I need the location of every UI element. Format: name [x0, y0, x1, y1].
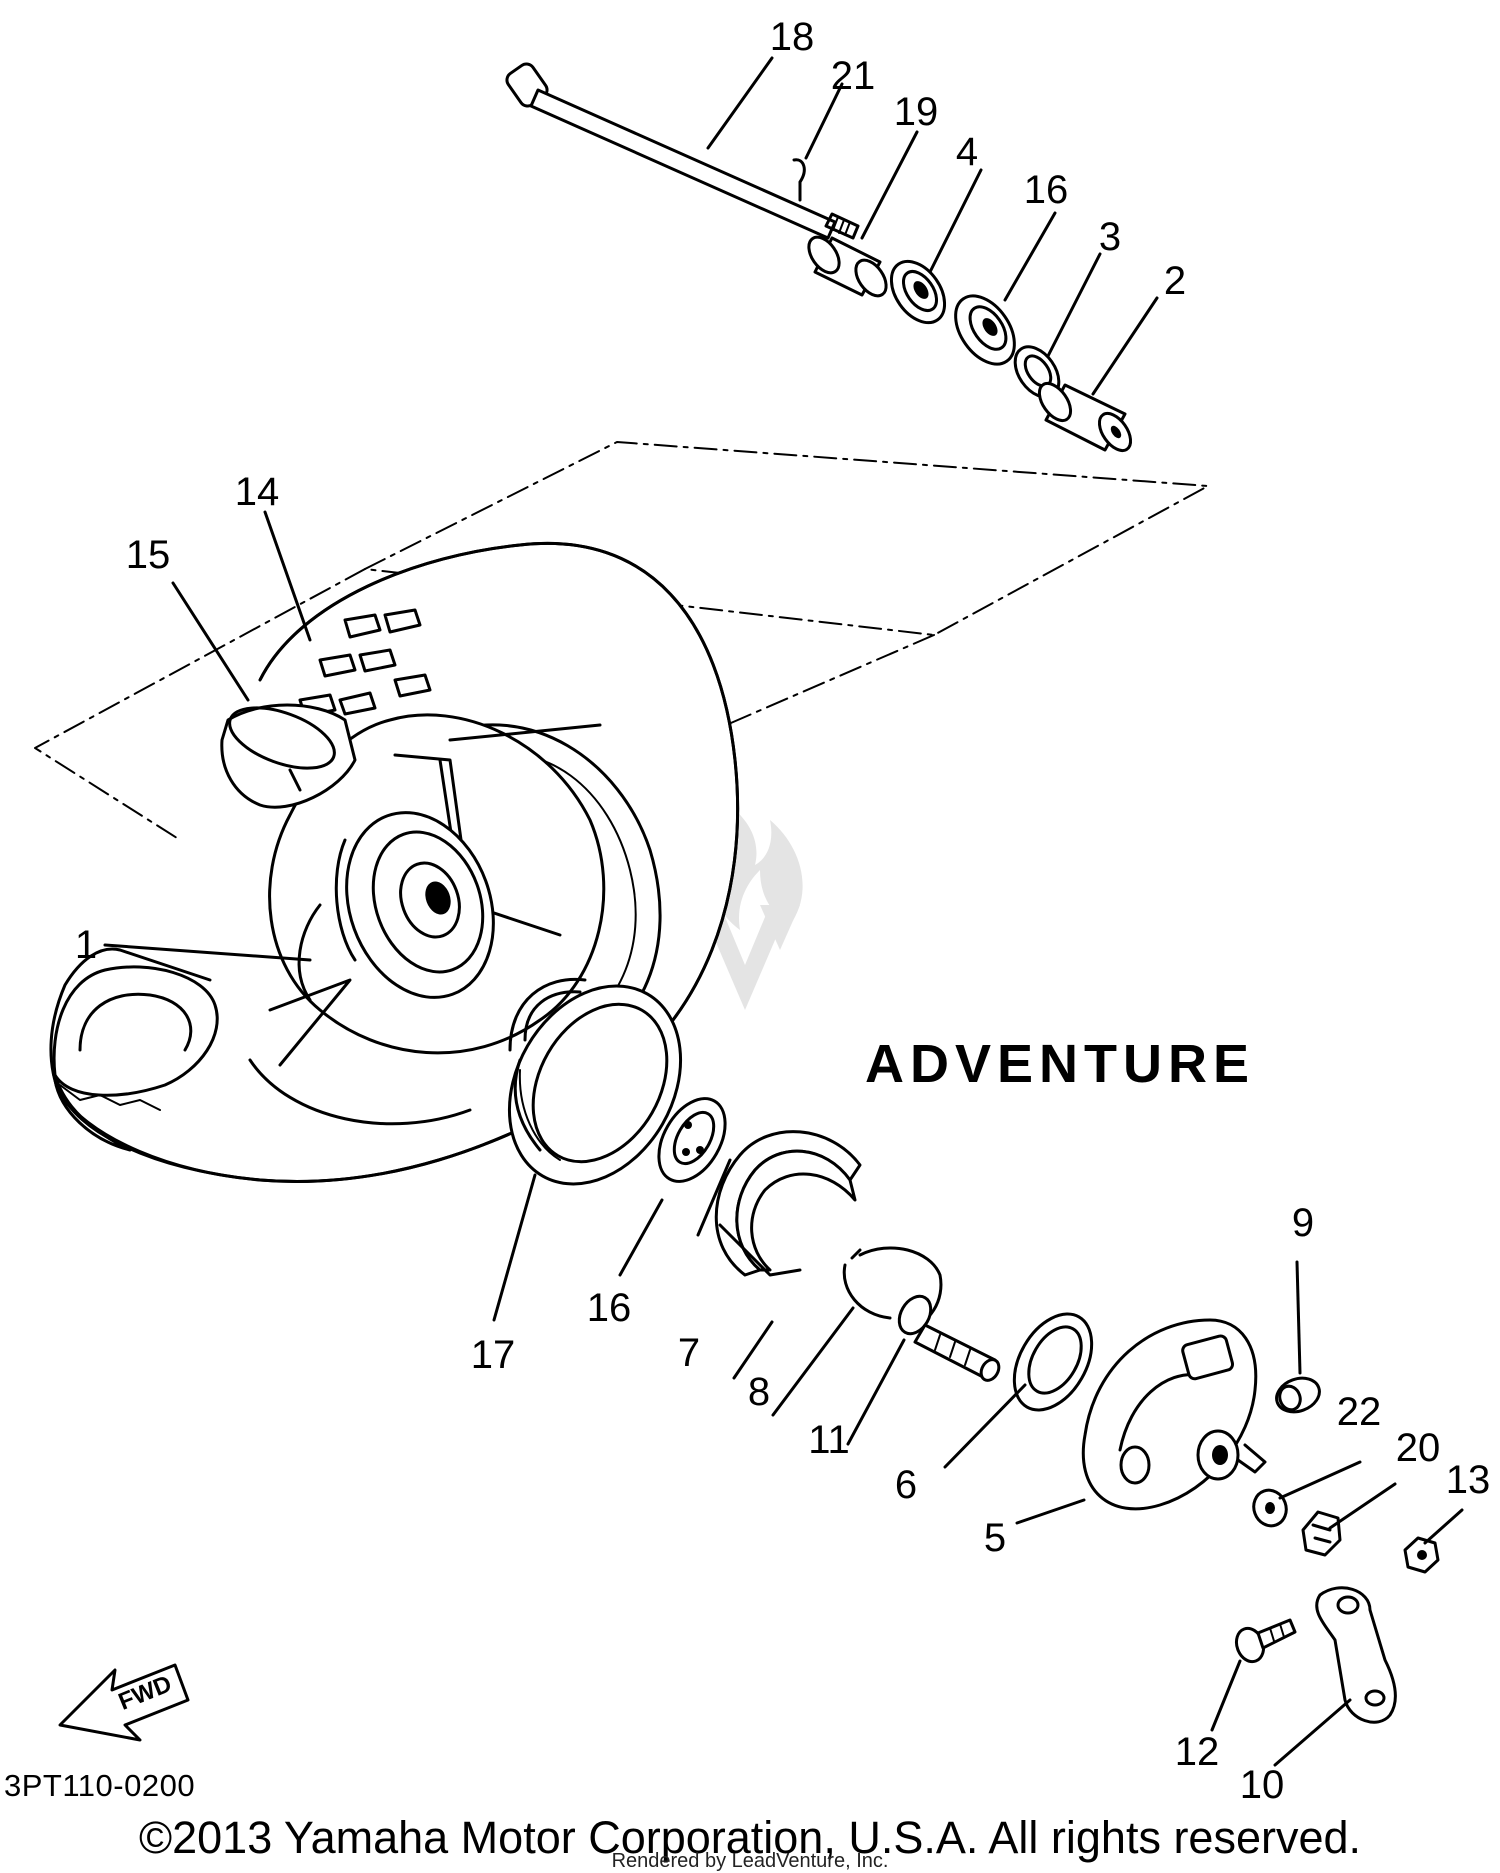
- brake-cam-lever-10: [1315, 1586, 1397, 1724]
- callout-14: 14: [235, 470, 280, 514]
- callout-10: 10: [1240, 1763, 1285, 1807]
- callout-21: 21: [831, 54, 876, 98]
- brake-shoe-plate-5: [1081, 1318, 1267, 1511]
- watermark-text: ADVENTURE: [865, 1034, 1255, 1094]
- callout-9: 9: [1292, 1201, 1314, 1245]
- collar-19: [807, 235, 888, 298]
- brake-shoe-7: [714, 1130, 862, 1277]
- collar-2: [1037, 381, 1133, 453]
- oil-seal-6: [1012, 1312, 1094, 1412]
- watermark-logo: ADVENTURE: [700, 810, 1255, 1094]
- nut-13: [1403, 1536, 1440, 1574]
- callout-13: 13: [1446, 1458, 1491, 1502]
- collar-9: [1275, 1376, 1321, 1414]
- tube-15-top: [220, 703, 357, 809]
- drawing-code: 3PT110-0200: [4, 1768, 196, 1803]
- bearing-16-lower: [657, 1097, 727, 1183]
- callouts: 18 21 19 4 16 3 2 14 15 1 16 17 7 8 11 6…: [75, 15, 1490, 1807]
- bearing-4: [889, 259, 947, 325]
- callout-16-lower: 16: [587, 1286, 632, 1330]
- callout-5: 5: [984, 1516, 1006, 1560]
- callout-11: 11: [808, 1418, 850, 1462]
- callout-4: 4: [956, 130, 978, 174]
- callout-20: 20: [1396, 1426, 1441, 1470]
- axle: [505, 62, 860, 240]
- castle-nut-20: [1301, 1510, 1342, 1557]
- callout-3: 3: [1099, 215, 1121, 259]
- cotter-pin: [792, 158, 806, 202]
- callout-22: 22: [1337, 1390, 1382, 1434]
- callout-7: 7: [678, 1331, 700, 1375]
- callout-8: 8: [748, 1370, 770, 1414]
- bolt-12: [1234, 1618, 1297, 1664]
- tube-15-bottom: [52, 965, 219, 1111]
- callout-12: 12: [1175, 1730, 1220, 1774]
- camshaft-11: [897, 1294, 1001, 1382]
- callout-2: 2: [1164, 259, 1186, 303]
- copyright-notice: ©2013 Yamaha Motor Corporation, U.S.A. A…: [138, 1812, 1362, 1863]
- callout-6: 6: [895, 1463, 917, 1507]
- fwd-direction-arrow: FWD: [58, 1663, 190, 1742]
- brake-drum-ring-17: [507, 977, 683, 1186]
- rendered-by-credit: Rendered by LeadVenture, Inc.: [611, 1850, 889, 1872]
- washer-22: [1252, 1488, 1288, 1528]
- callout-18: 18: [770, 15, 815, 59]
- callout-19: 19: [894, 90, 939, 134]
- callout-15: 15: [126, 533, 171, 577]
- bearing-16-top: [954, 294, 1016, 366]
- callout-1: 1: [75, 923, 97, 967]
- callout-16-top: 16: [1024, 168, 1069, 212]
- leader-lines: [103, 56, 1464, 1767]
- callout-17: 17: [471, 1333, 516, 1377]
